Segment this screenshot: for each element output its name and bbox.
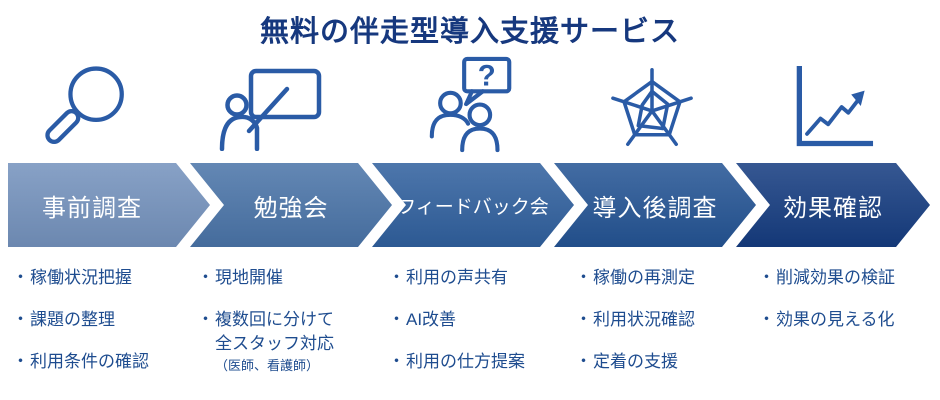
step-5-icon-box [772, 56, 892, 158]
chevron-step-5-label: 効果確認 [783, 194, 883, 222]
bullet-item: ・定着の支援 [575, 350, 760, 374]
chevron-step-5: 効果確認 [736, 163, 930, 247]
chevron-step-4-label: 導入後調査 [592, 194, 718, 222]
bullet-line-2: 全スタッフ対応 [215, 333, 334, 353]
bullet-item: ・利用状況確認 [575, 308, 760, 332]
process-band: 事前調査 勉強会 フィードバック会 導入後調査 効果確認 [0, 163, 940, 247]
qa-discussion-icon: ? [429, 56, 512, 153]
bullet-dot: ・ [575, 309, 592, 329]
bullet-dot: ・ [388, 309, 405, 329]
bullet-dot: ・ [758, 268, 775, 287]
bullet-text: 現地開催 [215, 268, 283, 287]
chevron-step-2: 勉強会 [190, 163, 392, 247]
bullet-dot: ・ [575, 268, 592, 287]
bullet-item: ・AI改善 [388, 308, 573, 332]
bullet-dot: ・ [12, 268, 29, 287]
bullet-dot: ・ [758, 309, 775, 329]
bullet-item: ・現地開催 [197, 266, 382, 290]
bullet-text: 稼働の再測定 [593, 268, 695, 287]
chevron-step-1: 事前調査 [8, 163, 210, 247]
magnifier-icon [44, 65, 124, 144]
bullet-dot: ・ [388, 268, 405, 287]
step-3-icon-box: ? [412, 56, 532, 158]
step-1-bullets: ・稼働状況把握 ・課題の整理 ・利用条件の確認 [12, 266, 197, 391]
bullet-dot: ・ [197, 268, 214, 287]
bullet-text: 複数回に分けて 全スタッフ対応 （医師、看護師） [215, 308, 382, 376]
page-title: 無料の伴走型導入支援サービス [259, 16, 680, 48]
bullet-item: ・削減効果の検証 [758, 266, 940, 290]
step-2-bullets: ・現地開催 ・ 複数回に分けて 全スタッフ対応 （医師、看護師） [197, 266, 382, 394]
bullet-dot: ・ [12, 351, 29, 371]
step-1-icon-box [28, 56, 148, 158]
bullet-dot: ・ [575, 351, 592, 371]
bullet-item: ・稼働状況把握 [12, 266, 197, 290]
bullet-item: ・利用の声共有 [388, 266, 573, 290]
bullet-text: 定着の支援 [593, 351, 678, 371]
bullet-text: 利用状況確認 [593, 309, 695, 329]
bullet-text: 削減効果の検証 [776, 268, 895, 287]
bullet-note: （医師、看護師） [215, 358, 320, 374]
chevron-step-3-label: フィードバック会 [397, 196, 549, 218]
step-3-bullets: ・利用の声共有 ・AI改善 ・利用の仕方提案 [388, 266, 573, 391]
bullet-text: 稼働状況把握 [30, 268, 132, 287]
bullet-text: 利用の声共有 [406, 268, 508, 287]
radar-chart-icon [611, 67, 693, 147]
bullet-item: ・課題の整理 [12, 308, 197, 332]
chevron-step-2-label: 勉強会 [253, 194, 329, 222]
bullet-text: 利用の仕方提案 [406, 351, 525, 371]
bullet-dot: ・ [197, 309, 214, 329]
growth-chart-icon [796, 65, 874, 147]
chevron-step-4: 導入後調査 [554, 163, 756, 247]
bullet-item: ・稼働の再測定 [575, 266, 760, 290]
bullet-dot: ・ [12, 309, 29, 329]
bullet-item: ・ 複数回に分けて 全スタッフ対応 （医師、看護師） [197, 308, 382, 376]
step-4-bullets: ・稼働の再測定 ・利用状況確認 ・定着の支援 [575, 266, 760, 391]
bullet-item: ・利用の仕方提案 [388, 350, 573, 374]
whiteboard-presenter-icon [219, 68, 322, 151]
question-mark-glyph: ? [478, 59, 496, 92]
bullet-item: ・利用条件の確認 [12, 350, 197, 374]
bullet-line-1: 複数回に分けて [215, 309, 334, 329]
chevron-step-3: フィードバック会 [372, 163, 574, 247]
step-4-icon-box [592, 56, 712, 158]
chevron-step-1-label: 事前調査 [42, 194, 142, 222]
step-2-icon-box [212, 56, 332, 158]
bullet-item: ・効果の見える化 [758, 308, 940, 332]
bullet-text: 利用条件の確認 [30, 351, 149, 371]
bullet-text: 効果の見える化 [776, 309, 895, 329]
step-5-bullets: ・削減効果の検証 ・効果の見える化 [758, 266, 940, 350]
bullet-text: 課題の整理 [30, 309, 115, 329]
bullet-dot: ・ [388, 351, 405, 371]
bullet-text: AI改善 [406, 309, 457, 329]
